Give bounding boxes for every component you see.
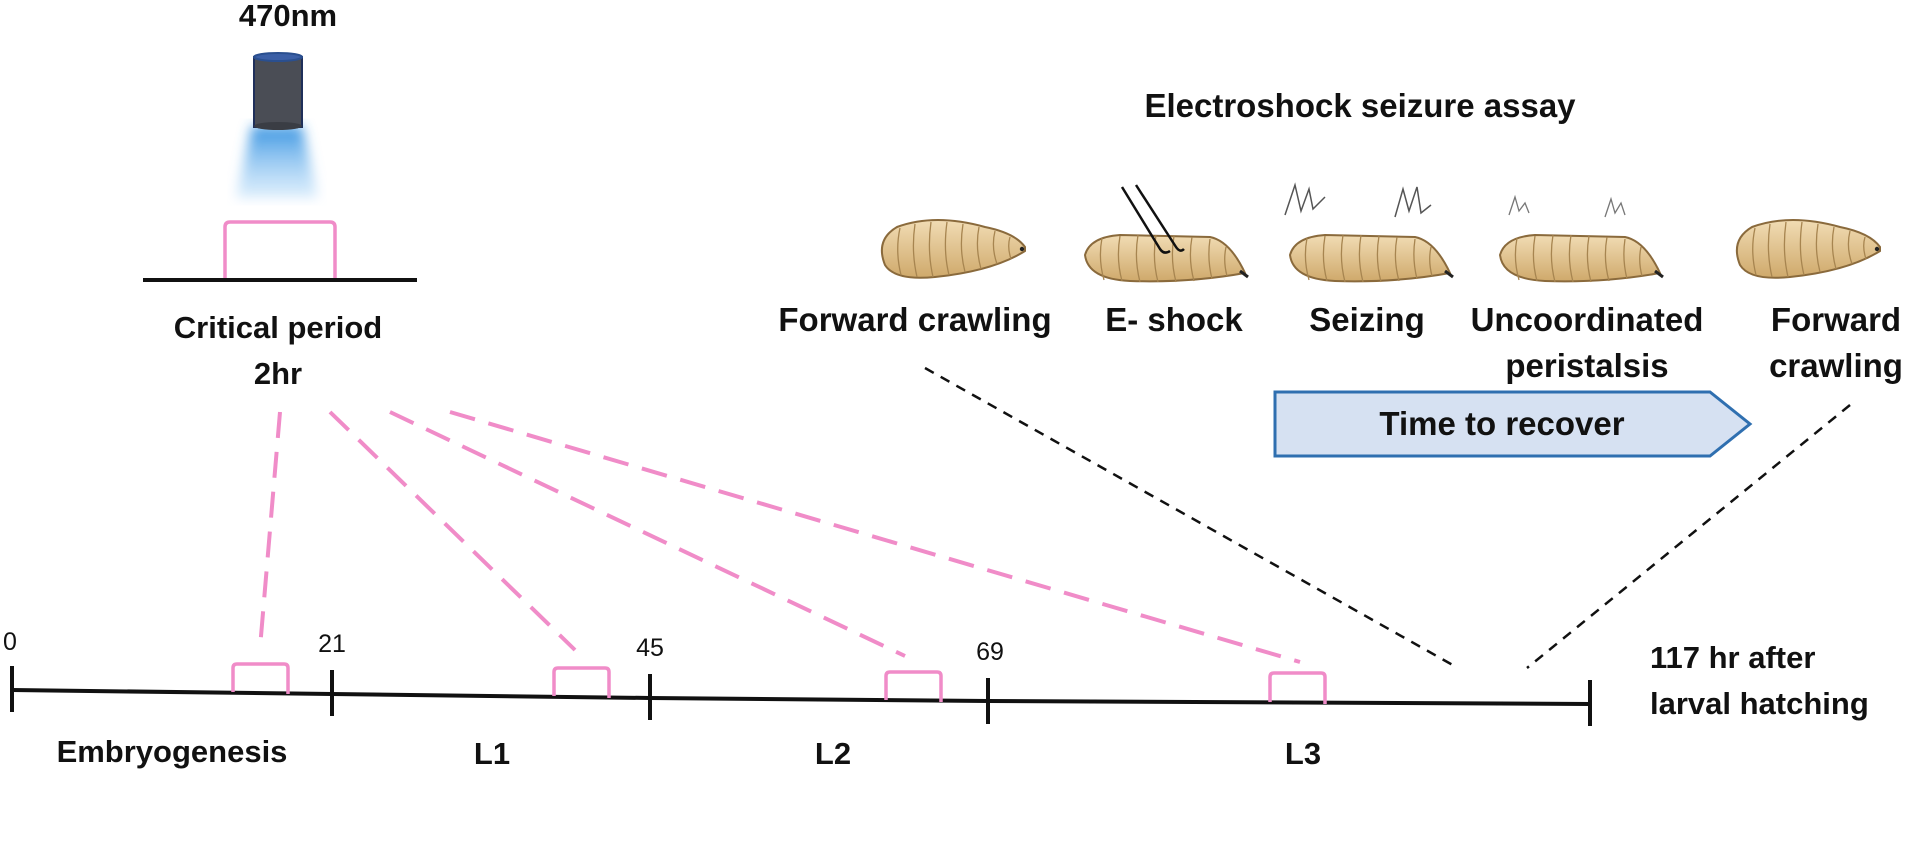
stage-label-forward: Forward (1771, 301, 1901, 338)
timeline-tick-label-0: 0 (3, 628, 17, 656)
electrode-icon (1120, 184, 1185, 254)
phase-label-l2: L2 (815, 736, 851, 771)
critical-period-projection-lines (258, 410, 1301, 664)
developmental-timeline (10, 662, 1592, 726)
larva-uncoordinated-icon (1498, 194, 1664, 283)
time-to-recover-arrow (1273, 390, 1753, 458)
time-to-recover-label: Time to recover (1379, 405, 1624, 442)
timeline-tick-label-21: 21 (318, 630, 346, 658)
assay-zoom-lines (924, 366, 1851, 670)
stage-label-seizing: Seizing (1309, 301, 1425, 338)
phase-label-l3: L3 (1285, 736, 1321, 771)
wavelength-label: 470nm (239, 0, 337, 33)
larva-seizing-icon (1284, 182, 1454, 283)
pulse-marker-l1 (552, 666, 611, 698)
timeline-tick-label-69: 69 (976, 638, 1004, 666)
pulse-marker-l2 (884, 670, 943, 702)
larva-forward-crawling-recovered-icon (1736, 219, 1881, 279)
blue-light-lamp-icon (236, 52, 318, 198)
assay-title: Electroshock seizure assay (1144, 87, 1576, 124)
timeline-tick-label-45: 45 (636, 634, 664, 662)
seizure-motion-icon (1284, 182, 1432, 218)
critical-period-label: Critical period (174, 310, 382, 345)
phase-label-l1: L1 (474, 736, 510, 771)
pulse-marker-embryo (231, 662, 290, 694)
critical-period-duration: 2hr (254, 356, 302, 391)
phase-label-embryogenesis: Embryogenesis (57, 734, 288, 769)
critical-period-pulse-icon (143, 220, 417, 282)
stage-label-e-shock: E- shock (1105, 301, 1243, 338)
timeline-end-label-line2: larval hatching (1650, 686, 1869, 721)
stage-label-uncoordinated: Uncoordinated (1471, 301, 1704, 338)
stage-label-crawling: crawling (1769, 347, 1903, 384)
timeline-end-label-line1: 117 hr after (1650, 640, 1815, 675)
twitch-motion-icon (1508, 194, 1626, 218)
stage-label-forward-crawling: Forward crawling (778, 301, 1051, 338)
stage-label-peristalsis: peristalsis (1505, 347, 1668, 384)
larva-electroshock-icon (1083, 184, 1249, 283)
pulse-marker-l3 (1268, 671, 1327, 704)
larva-forward-crawling-icon (881, 219, 1026, 279)
